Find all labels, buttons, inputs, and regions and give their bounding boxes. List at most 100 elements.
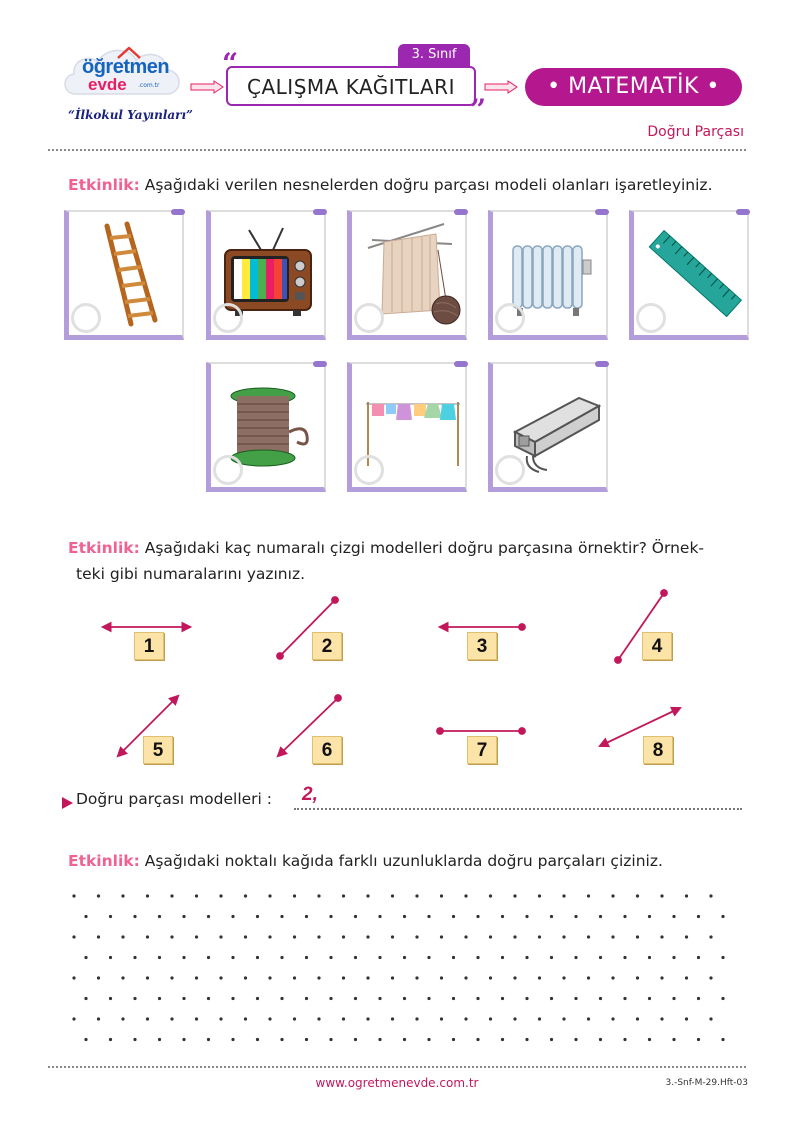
object-card-knitting[interactable] [347, 209, 468, 340]
activity-label: Etkinlik: [68, 852, 140, 870]
grid-dot [219, 894, 223, 898]
object-card-radiator[interactable] [488, 209, 609, 340]
grid-dot [353, 955, 358, 960]
grid-dot [231, 914, 235, 919]
grid-dot [255, 955, 260, 960]
grid-dot [464, 935, 468, 939]
footer-code: 3.-Snf-M-29.Hft-03 [665, 1078, 748, 1088]
grid-dot [611, 976, 615, 980]
grid-dot [280, 955, 284, 960]
grid-dot [660, 894, 664, 898]
logo-tagline: “İlkokul Yayınları” [68, 108, 193, 122]
grid-dot [415, 894, 419, 898]
grid-dot [415, 1017, 419, 1021]
header-divider [48, 149, 746, 151]
grid-dot [268, 894, 272, 898]
activity-1-text: Aşağıdaki verilen nesnelerden doğru parç… [144, 176, 713, 194]
grid-dot [121, 976, 125, 980]
grid-dot [96, 976, 101, 980]
grid-dot [574, 914, 578, 919]
grade-tab: 3. Sınıf [398, 44, 470, 66]
grid-dot [721, 996, 725, 1001]
grid-dot [476, 914, 480, 919]
object-card-laminator[interactable] [488, 361, 609, 492]
card-corner-circle [213, 303, 243, 333]
thread-spool-icon [230, 387, 309, 467]
grid-dot [476, 996, 480, 1001]
grid-dot [268, 1017, 272, 1021]
close-quote-icon: ” [470, 93, 487, 126]
grid-dot [121, 1017, 125, 1021]
logo-sub-text: evde [88, 75, 127, 94]
line-badge-7: 7 [467, 736, 497, 764]
segment-7-endpoint-a [436, 727, 444, 735]
footer-url[interactable]: www.ogretmenevde.com.tr [315, 1076, 479, 1090]
grid-dot [317, 935, 321, 939]
grid-dot [96, 1017, 101, 1021]
line-models-figure [100, 589, 682, 758]
grid-dot [476, 955, 480, 960]
grid-dot [464, 976, 468, 980]
grid-dot [243, 976, 248, 980]
grid-dot [684, 1017, 689, 1021]
grid-dot [366, 935, 370, 939]
grid-dot [329, 955, 333, 960]
grid-dot [145, 976, 150, 980]
answer-value[interactable]: 2, [302, 784, 318, 805]
answer-blank-line[interactable] [294, 808, 742, 810]
grid-dot [451, 955, 456, 960]
grid-dot [121, 935, 125, 939]
cloud-shape [64, 49, 180, 95]
line-model-8 [598, 706, 682, 748]
knitting-icon [367, 223, 461, 325]
grid-dot [439, 976, 444, 980]
grid-dot [280, 914, 284, 919]
grid-dot [586, 935, 591, 939]
grid-dot [513, 935, 517, 939]
grid-dot [182, 914, 186, 919]
grid-dot [635, 935, 640, 939]
grid-dot [464, 894, 468, 898]
grid-dot [537, 935, 542, 939]
line-badge-5: 5 [143, 736, 173, 764]
grid-dot [525, 955, 529, 960]
grid-dot [353, 996, 358, 1001]
grid-dot [427, 914, 431, 919]
grid-dot [415, 935, 419, 939]
grid-dot [574, 955, 578, 960]
line-badge-4: 4 [642, 632, 672, 660]
grid-dot [390, 894, 395, 898]
grid-dot [427, 996, 431, 1001]
object-card-ruler[interactable] [629, 209, 750, 340]
grid-dot [121, 894, 125, 898]
grid-dot [611, 894, 615, 898]
object-card-thread-spool[interactable] [206, 361, 327, 492]
grid-dot [194, 976, 199, 980]
grid-dot [133, 1037, 137, 1042]
grid-dot [598, 955, 603, 960]
grid-dot [611, 1017, 615, 1021]
grid-dot [623, 914, 627, 919]
publisher-logo: öğretmen evde .com.tr “İlkokul Yayınları… [60, 42, 193, 126]
grid-dot [231, 955, 235, 960]
grid-dot [721, 955, 725, 960]
grid-dot [329, 996, 333, 1001]
line-model-4 [617, 592, 665, 661]
grid-dot [402, 996, 407, 1001]
grid-dot [317, 894, 321, 898]
grid-dot [366, 976, 370, 980]
object-card-ladder[interactable] [64, 209, 185, 340]
grid-dot [219, 1017, 223, 1021]
grid-dot [268, 976, 272, 980]
object-card-clothesline[interactable] [347, 361, 468, 492]
grid-dot [647, 1037, 652, 1042]
dot-grid[interactable] [0, 880, 794, 1050]
grid-dot [96, 894, 101, 898]
activity-label: Etkinlik: [68, 176, 140, 194]
object-card-television[interactable] [206, 209, 327, 340]
grid-dot [378, 1037, 382, 1042]
grid-dot [488, 894, 493, 898]
arrow-right-icon [484, 80, 518, 94]
grid-dot [304, 1037, 309, 1042]
grid-dot [182, 955, 186, 960]
